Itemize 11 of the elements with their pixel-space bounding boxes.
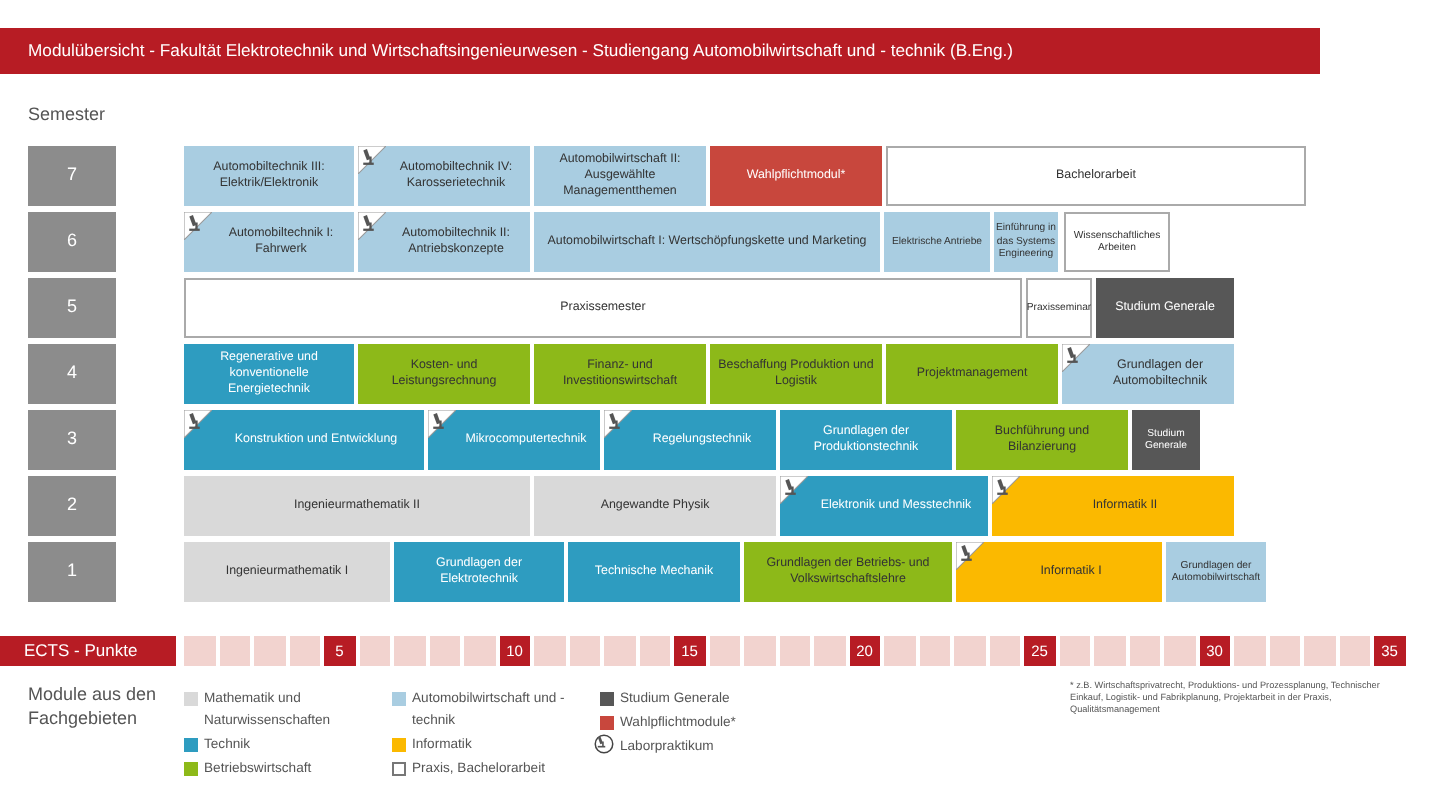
semester-box: 5 [28, 278, 116, 338]
semester-box: 6 [28, 212, 116, 272]
title-bar: Modulübersicht - Fakultät Elektrotechnik und Wirtschaftsingenieurwesen - Studiengang Automobilwirtschaft und - technik (B.Eng.) [0, 28, 1320, 74]
semester-box: 4 [28, 344, 116, 404]
axis-label: Semester [28, 104, 106, 124]
semester-box: 1 [28, 542, 116, 602]
semester-box: 7 [28, 146, 116, 206]
semester-box: 3 [28, 410, 116, 470]
ects-header: ECTS - Punkte [0, 636, 176, 666]
legend-heading: Module aus den Fachgebieten [28, 684, 159, 731]
semester-box: 2 [28, 476, 116, 536]
